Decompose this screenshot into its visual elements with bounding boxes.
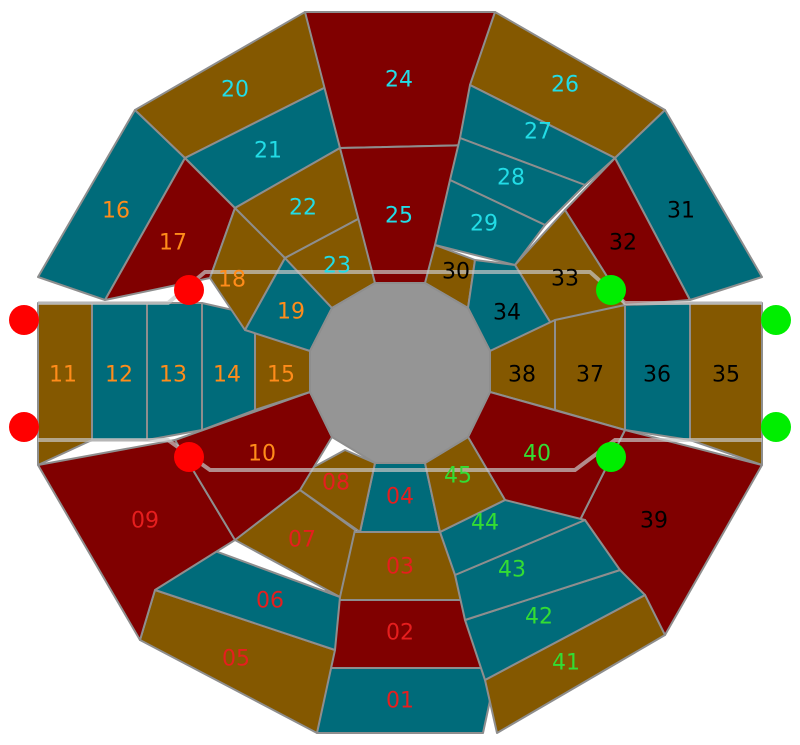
space-label-14: 14	[213, 363, 241, 388]
track-line-top	[38, 270, 762, 305]
space-label-22: 22	[289, 196, 317, 221]
space-label-19: 19	[277, 300, 305, 325]
space-label-27: 27	[524, 120, 552, 145]
space-label-26: 26	[551, 73, 579, 98]
space-label-12: 12	[105, 363, 133, 388]
space-label-08: 08	[322, 471, 350, 496]
marker-red-inner-bottom[interactable]	[174, 442, 204, 472]
space-label-36: 36	[643, 363, 671, 388]
space-label-16: 16	[102, 199, 130, 224]
track-lines	[38, 270, 762, 472]
marker-red-outer-top[interactable]	[9, 305, 39, 335]
space-label-09: 09	[131, 509, 159, 534]
space-09[interactable]	[37, 439, 236, 641]
marker-red-outer-bottom[interactable]	[9, 412, 39, 442]
space-label-07: 07	[288, 528, 316, 553]
marker-green-inner-bottom[interactable]	[596, 442, 626, 472]
space-label-24: 24	[385, 68, 413, 93]
space-label-45: 45	[444, 464, 472, 489]
space-label-20: 20	[221, 78, 249, 103]
space-label-21: 21	[254, 139, 282, 164]
space-label-37: 37	[576, 363, 604, 388]
space-label-28: 28	[497, 166, 525, 191]
player-markers	[9, 275, 791, 472]
space-labels: 01 02 03 04 05 06 07 08 09 10 11 12 13 14 15 16 17 18 19 20…	[49, 68, 740, 714]
marker-green-inner-top[interactable]	[596, 275, 626, 305]
space-label-23: 23	[323, 254, 351, 279]
space-label-10: 10	[248, 442, 276, 467]
board-spaces	[37, 11, 763, 734]
space-label-05: 05	[222, 647, 250, 672]
space-label-31: 31	[667, 199, 695, 224]
space-label-13: 13	[159, 363, 187, 388]
marker-green-outer-top[interactable]	[761, 305, 791, 335]
space-label-04: 04	[386, 485, 414, 510]
space-label-03: 03	[386, 555, 414, 580]
track-line-bottom	[38, 438, 762, 472]
space-label-40: 40	[523, 442, 551, 467]
space-label-44: 44	[471, 511, 499, 536]
marker-green-outer-bottom[interactable]	[761, 412, 791, 442]
space-label-15: 15	[267, 363, 295, 388]
space-label-41: 41	[552, 651, 580, 676]
space-label-11: 11	[49, 363, 77, 388]
space-label-30: 30	[442, 260, 470, 285]
space-label-33: 33	[551, 267, 579, 292]
space-label-01: 01	[386, 689, 414, 714]
space-label-06: 06	[256, 589, 284, 614]
space-label-25: 25	[385, 204, 413, 229]
space-label-38: 38	[508, 363, 536, 388]
space-label-42: 42	[525, 605, 553, 630]
space-label-39: 39	[640, 509, 668, 534]
center-hub	[309, 282, 491, 464]
space-label-29: 29	[470, 212, 498, 237]
space-label-17: 17	[159, 231, 187, 256]
space-label-32: 32	[609, 231, 637, 256]
space-label-43: 43	[498, 558, 526, 583]
space-label-18: 18	[218, 268, 246, 293]
marker-red-inner-top[interactable]	[174, 275, 204, 305]
space-label-35: 35	[712, 363, 740, 388]
space-label-02: 02	[386, 621, 414, 646]
space-label-34: 34	[493, 301, 521, 326]
